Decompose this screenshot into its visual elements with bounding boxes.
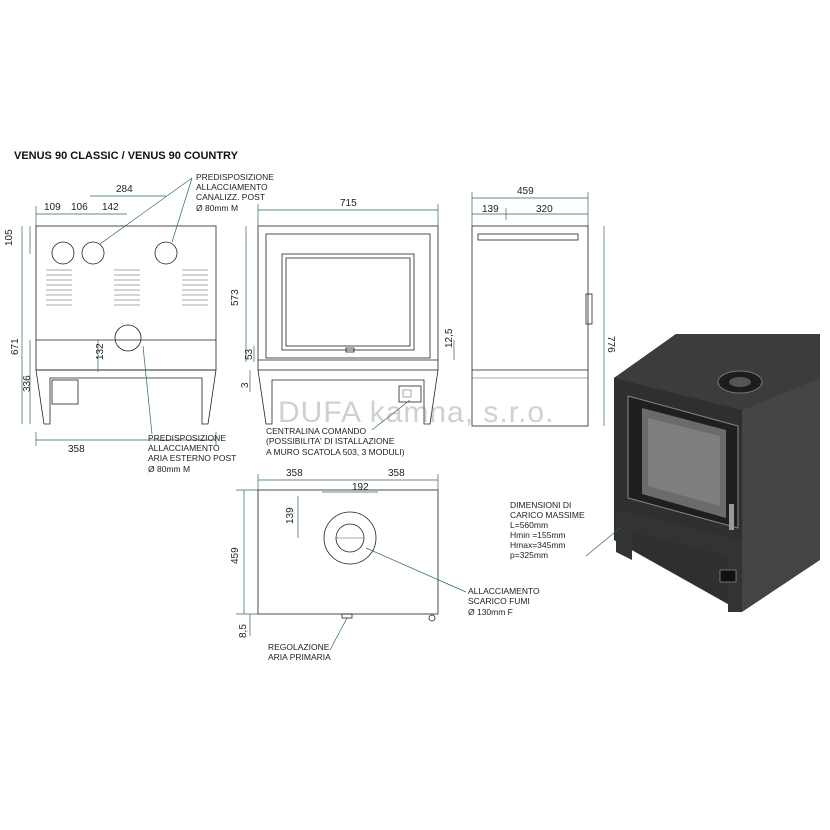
control-unit-display — [402, 389, 412, 398]
iso-side — [742, 378, 820, 612]
note-load-6: p=325mm — [510, 550, 548, 560]
front-legs — [257, 369, 439, 425]
back-connection-middle — [81, 241, 105, 265]
note-canalizz-4: Ø 80mm M — [196, 203, 238, 213]
note-canalizz-1: PREDISPOSIZIONE — [196, 172, 274, 182]
note-air-primary-1: REGOLAZIONE — [268, 642, 330, 652]
top-foot-mark — [428, 614, 436, 622]
iso-handle — [729, 504, 734, 530]
drawing-title: VENUS 90 CLASSIC / VENUS 90 COUNTRY — [14, 150, 238, 162]
back-vent-slots — [46, 269, 208, 306]
note-control-1: CENTRALINA COMANDO — [266, 426, 367, 436]
front-glass-inner — [285, 257, 411, 347]
note-load-1: DIMENSIONI DI — [510, 500, 571, 510]
dim-105: 105 — [4, 229, 15, 246]
top-view: 358 358 192 139 459 8,5 ALLACCIAMENTO SC… — [230, 468, 540, 662]
note-control-3: A MURO SCATOLA 503, 3 MODULI) — [266, 447, 405, 457]
iso-control-unit — [719, 569, 737, 583]
watermark: DUFA kamna, s.r.o. — [278, 396, 555, 429]
top-air-lever — [341, 613, 353, 619]
dim-715: 715 — [340, 198, 357, 209]
dim-8-5: 8,5 — [238, 624, 249, 638]
note-flue-2: SCARICO FUMI — [468, 596, 530, 606]
note-air-2: ALLACCIAMENTO — [148, 443, 220, 453]
leader-primary-air — [329, 617, 348, 651]
back-view: 109 106 142 284 105 671 336 132 358 PRED… — [4, 172, 274, 474]
dim-106: 106 — [71, 202, 88, 213]
dim-284: 284 — [116, 184, 133, 195]
note-air-1: PREDISPOSIZIONE — [148, 433, 226, 443]
iso-legs — [616, 510, 742, 612]
front-view: 715 573 53 3 12,5 CENTRALINA COMANDO (PO… — [230, 198, 455, 457]
front-handle — [345, 347, 355, 353]
side-top-rail — [477, 233, 579, 241]
leader-canalizz — [99, 177, 193, 245]
front-dimension-lines — [245, 204, 455, 392]
note-air-4: Ø 80mm M — [148, 464, 190, 474]
note-load-4: Hmin =155mm — [510, 530, 566, 540]
front-door-frame — [265, 233, 431, 359]
dim-139-side: 139 — [482, 204, 499, 215]
side-body — [471, 225, 589, 427]
leader-air-inlet — [142, 345, 153, 435]
note-flue-1: ALLACCIAMENTO — [468, 586, 540, 596]
note-load-2: CARICO MASSIME — [510, 510, 585, 520]
leader-flue — [365, 547, 467, 593]
note-air-3: ARIA ESTERNO POST — [148, 453, 236, 463]
note-canalizz-3: CANALIZZ. POST — [196, 192, 265, 202]
side-dimension-lines — [471, 192, 605, 426]
dim-459-side: 459 — [517, 186, 534, 197]
dim-358-top-right: 358 — [388, 468, 405, 479]
note-load-3: L=560mm — [510, 520, 548, 530]
front-body — [257, 225, 439, 371]
dim-12-5: 12,5 — [444, 328, 455, 348]
note-control-2: (POSSIBILITA' DI ISTALLAZIONE — [266, 436, 395, 446]
note-canalizz-2: ALLACCIAMENTO — [196, 182, 268, 192]
back-connection-left — [51, 241, 75, 265]
side-handle — [585, 293, 593, 325]
dim-139-top: 139 — [285, 507, 296, 524]
dim-459-top: 459 — [230, 547, 241, 564]
dim-573: 573 — [230, 289, 241, 306]
back-dimension-lines — [21, 195, 217, 446]
back-panel — [35, 225, 217, 371]
dim-53: 53 — [244, 348, 255, 360]
dim-336: 336 — [22, 375, 33, 392]
control-unit — [398, 385, 422, 403]
dim-3: 3 — [240, 382, 251, 388]
dim-142: 142 — [102, 202, 119, 213]
dim-192: 192 — [352, 482, 369, 493]
dim-358: 358 — [68, 444, 85, 455]
back-bracket — [51, 379, 79, 405]
note-flue-3: Ø 130mm F — [468, 607, 513, 617]
dim-109: 109 — [44, 202, 61, 213]
note-load-5: Hmax=345mm — [510, 540, 566, 550]
top-flue-outer — [323, 511, 377, 565]
back-connection-right — [154, 241, 178, 265]
leader-control-unit — [371, 399, 411, 431]
top-dimension-lines — [236, 474, 439, 636]
note-air-primary-2: ARIA PRIMARIA — [268, 652, 331, 662]
dim-320-side: 320 — [536, 204, 553, 215]
iso-flue-inner — [729, 377, 751, 387]
dim-671: 671 — [10, 338, 21, 355]
leader-load — [585, 527, 621, 557]
back-legs — [35, 369, 217, 425]
dim-358-top-left: 358 — [286, 468, 303, 479]
back-air-inlet — [114, 324, 142, 352]
front-glass — [281, 253, 415, 351]
side-view: 459 139 320 776 — [471, 186, 616, 427]
iso-view: DIMENSIONI DI CARICO MASSIME L=560mm Hmi… — [510, 334, 820, 612]
dim-776: 776 — [605, 336, 616, 353]
dim-132: 132 — [95, 343, 106, 360]
